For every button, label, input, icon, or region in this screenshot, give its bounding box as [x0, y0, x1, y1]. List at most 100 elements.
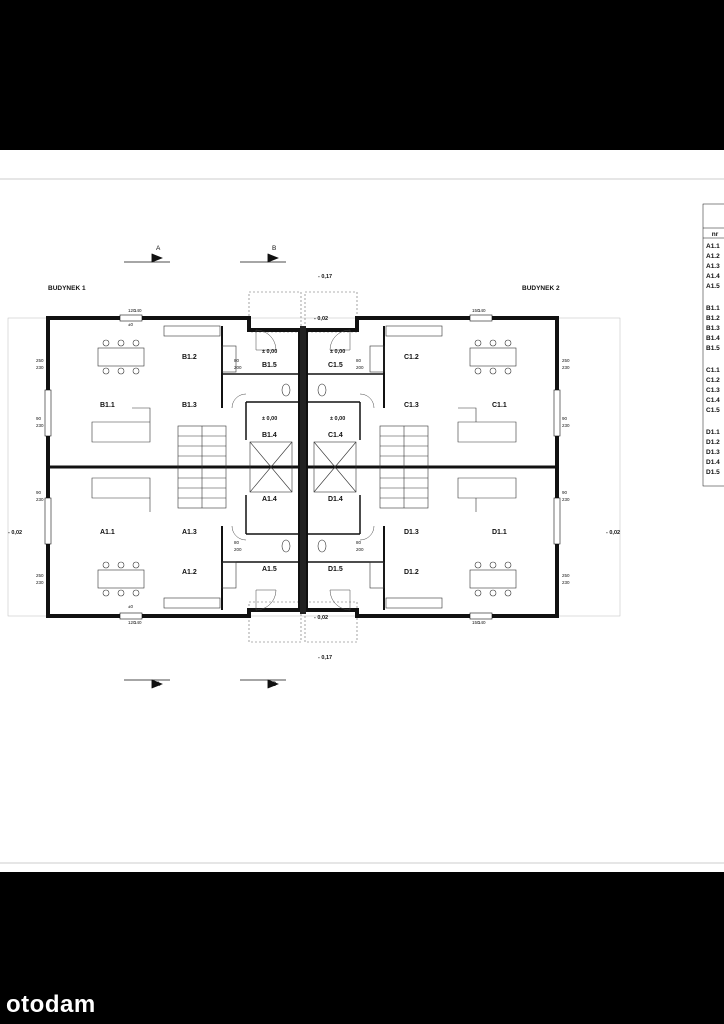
- room-label: B1.2: [182, 354, 197, 361]
- room-label: C1.1: [492, 402, 507, 409]
- windows: [44, 314, 561, 620]
- legend-row: A1.3: [706, 263, 720, 270]
- dimension-label: 140: [478, 308, 486, 313]
- dimension-label: 200: [234, 547, 242, 552]
- dimension-label: 230: [562, 365, 570, 370]
- room-label: C1.2: [404, 354, 419, 361]
- dimension-label: 150: [472, 308, 480, 313]
- level-mark: - 0,02: [314, 316, 328, 322]
- canopy-top-left: [248, 291, 302, 333]
- dimension-label: 230: [562, 580, 570, 585]
- dimension-label: 140: [134, 620, 142, 625]
- room-label: A1.4: [262, 496, 277, 503]
- legend-row: C1.2: [706, 377, 720, 384]
- legend-row: B1.5: [706, 345, 720, 352]
- dimension-label: 230: [562, 497, 570, 502]
- dimension-label: 230: [36, 423, 44, 428]
- legend-row: D1.5: [706, 469, 720, 476]
- dimension-label: 90: [562, 416, 568, 421]
- legend-table: [702, 203, 724, 487]
- room-label: C1.4: [328, 432, 343, 439]
- dimension-label: 90: [562, 490, 568, 495]
- dimension-label: ±0: [128, 322, 133, 327]
- dimension-label: 250: [36, 573, 44, 578]
- level-mark: - 0,17: [318, 655, 332, 661]
- legend-row: A1.4: [706, 273, 720, 280]
- legend-row: C1.4: [706, 397, 720, 404]
- level-mark: - 0,02: [8, 530, 22, 536]
- dimension-label: 250: [562, 358, 570, 363]
- staircase-right: [379, 425, 429, 509]
- room-label: D1.3: [404, 529, 419, 536]
- canopy-bottom-left: [248, 601, 302, 643]
- dimension-label: 200: [356, 365, 364, 370]
- legend-row: D1.4: [706, 459, 720, 466]
- building-label: BUDYNEK 1: [48, 285, 86, 292]
- dimension-label: 80: [234, 358, 240, 363]
- dining-sets: [97, 339, 517, 597]
- legend-row: B1.2: [706, 315, 720, 322]
- section-markers: [124, 253, 286, 689]
- dimension-label: 80: [356, 540, 362, 545]
- kitchen-counters: [163, 325, 443, 609]
- sofas: [91, 407, 517, 512]
- canopy-top-right: [304, 291, 358, 333]
- building-label: BUDYNEK 2: [522, 285, 560, 292]
- section-letter: B: [272, 245, 276, 252]
- dimension-label: 250: [562, 573, 570, 578]
- room-label: D1.4: [328, 496, 343, 503]
- canopy-bottom-right: [304, 601, 358, 643]
- section-letter: A: [156, 245, 161, 252]
- level-mark: ± 0,00: [330, 416, 345, 422]
- section-letter: B: [272, 681, 276, 688]
- dimension-label: 200: [234, 365, 242, 370]
- room-label: D1.2: [404, 569, 419, 576]
- room-label: D1.5: [328, 566, 343, 573]
- dimension-label: 230: [36, 497, 44, 502]
- level-mark: ± 0,00: [330, 349, 345, 355]
- room-label: A1.1: [100, 529, 115, 536]
- room-label: B1.1: [100, 402, 115, 409]
- dimension-label: 200: [356, 547, 364, 552]
- room-label: B1.4: [262, 432, 277, 439]
- dimension-label: 140: [134, 308, 142, 313]
- dimension-label: 80: [356, 358, 362, 363]
- room-label: D1.1: [492, 529, 507, 536]
- dimension-label: 250: [36, 358, 44, 363]
- dimension-label: 140: [478, 620, 486, 625]
- otodam-logo: otodam: [6, 991, 96, 1018]
- legend-row: B1.4: [706, 335, 720, 342]
- room-label: A1.5: [262, 566, 277, 573]
- level-mark: ± 0,00: [262, 349, 277, 355]
- dimension-label: 230: [562, 423, 570, 428]
- legend-row: C1.5: [706, 407, 720, 414]
- party-wall: [300, 326, 306, 614]
- legend-row: B1.1: [706, 305, 720, 312]
- legend-row: D1.2: [706, 439, 720, 446]
- room-label: B1.5: [262, 362, 277, 369]
- legend-row: C1.3: [706, 387, 720, 394]
- level-mark: - 0,17: [318, 274, 332, 280]
- room-label: C1.3: [404, 402, 419, 409]
- legend-header: nr: [712, 231, 719, 238]
- room-label: A1.2: [182, 569, 197, 576]
- dimension-label: 120: [128, 620, 136, 625]
- legend-row: C1.1: [706, 367, 720, 374]
- dimension-label: 90: [36, 490, 42, 495]
- level-mark: ± 0,00: [262, 416, 277, 422]
- legend-row: A1.5: [706, 283, 720, 290]
- plot-outline: [7, 317, 621, 617]
- level-mark: - 0,02: [314, 615, 328, 621]
- legend-row: D1.3: [706, 449, 720, 456]
- staircase-center: [249, 441, 357, 493]
- room-label: A1.3: [182, 529, 197, 536]
- room-label: B1.3: [182, 402, 197, 409]
- level-mark: - 0,02: [606, 530, 620, 536]
- section-letter: A: [156, 681, 161, 688]
- dimension-label: ±0: [128, 604, 133, 609]
- legend-row: D1.1: [706, 429, 720, 436]
- dimension-label: 90: [36, 416, 42, 421]
